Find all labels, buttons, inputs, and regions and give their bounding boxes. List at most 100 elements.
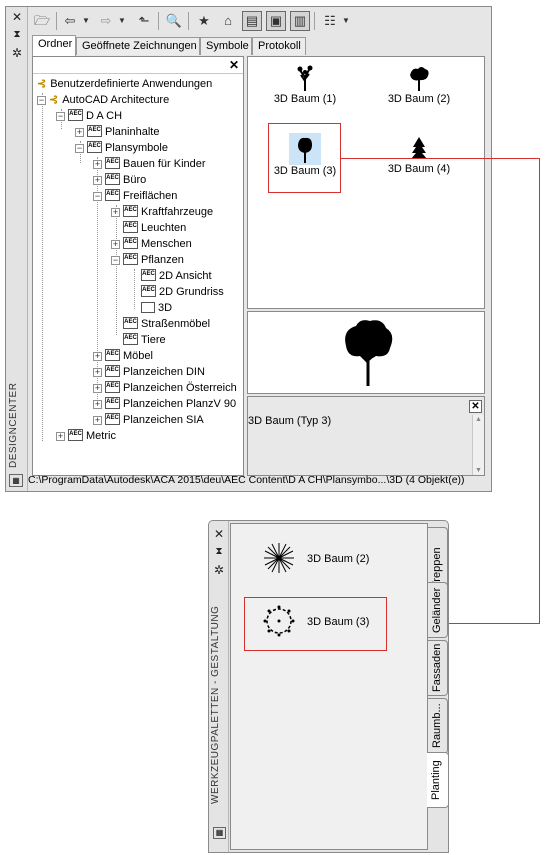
expand-icon[interactable]: + (93, 175, 102, 185)
expand-icon[interactable]: + (93, 351, 102, 361)
forward-icon[interactable]: ⇨ (100, 13, 112, 28)
back-icon[interactable]: ⇦ (64, 13, 76, 28)
search-icon[interactable]: 🔍 (165, 13, 183, 28)
tree-item-label: 2D Ansicht (159, 270, 212, 282)
close-description-icon[interactable]: ✕ (469, 400, 482, 413)
palette-title: WERKZEUGPALETTEN - GESTALTUNG (210, 605, 221, 805)
palette-title-strip: ✕ ⧗ ✲ ▦ (209, 521, 229, 852)
content-area[interactable]: 3D Baum (1) 3D Baum (2) 3D Baum (3) 3D B… (247, 56, 485, 309)
palette-content[interactable] (230, 523, 428, 850)
aec-folder-icon: AEC (123, 205, 138, 218)
expand-icon[interactable]: + (93, 415, 102, 425)
collapse-icon[interactable]: − (111, 255, 120, 265)
description-text: 3D Baum (Typ 3) (248, 415, 332, 427)
aec-folder-icon: AEC (105, 413, 120, 426)
autohide-icon[interactable]: ⧗ (215, 546, 223, 557)
folder-icon (141, 301, 155, 313)
views-dropdown-icon[interactable]: ▼ (342, 16, 350, 25)
tab-symbole[interactable]: Symbole (200, 37, 252, 55)
content-item[interactable]: 3D Baum (2) (374, 63, 464, 105)
close-icon[interactable]: ✕ (11, 10, 23, 24)
aec-folder-icon: AEC (105, 189, 120, 202)
expand-icon[interactable]: + (93, 399, 102, 409)
back-dropdown-icon[interactable]: ▼ (82, 16, 90, 25)
expand-icon[interactable]: + (93, 383, 102, 393)
collapse-icon[interactable]: − (56, 111, 65, 121)
autohide-icon[interactable]: ⧗ (13, 29, 21, 40)
tab-gelaender[interactable]: Geländer (428, 582, 448, 638)
grid-icon[interactable]: ▦ (9, 474, 23, 487)
content-item[interactable]: 3D Baum (4) (374, 133, 464, 175)
palette-tool[interactable]: 3D Baum (2) (262, 541, 412, 581)
folder-tree[interactable]: ✕ ⊰Benutzerdefinierte Anwendungen − ⊰Aut… (32, 56, 244, 476)
aec-folder-icon: AEC (123, 237, 138, 250)
expand-icon[interactable]: + (56, 431, 65, 441)
load-folder-icon[interactable]: 🗁 (33, 13, 51, 28)
properties-gear-icon[interactable]: ✲ (11, 46, 23, 60)
properties-gear-icon[interactable]: ✲ (213, 563, 225, 577)
designcenter-title-strip: ✕ ⧗ ✲ (6, 7, 28, 491)
up-folder-icon[interactable]: ⬑ (138, 13, 150, 28)
close-tree-icon[interactable]: ✕ (228, 58, 240, 72)
aec-folder-icon: AEC (105, 365, 120, 378)
tree-item-label: Tiere (141, 334, 166, 346)
tab-fassaden[interactable]: Fassaden (428, 640, 448, 696)
expand-icon[interactable]: + (93, 367, 102, 377)
tab-raumbegrenzung[interactable]: Raumb... (428, 698, 448, 754)
tree-1-icon (297, 65, 313, 91)
palette-grid-icon[interactable]: ▦ (213, 827, 226, 839)
close-icon[interactable]: ✕ (213, 527, 225, 541)
collapse-icon[interactable]: − (75, 143, 84, 153)
description-scrollbar[interactable]: ▲ ▼ (472, 415, 484, 475)
tree-item-label: Bauen für Kinder (123, 158, 206, 170)
expand-icon[interactable]: + (111, 207, 120, 217)
content-item[interactable]: 3D Baum (1) (260, 63, 350, 105)
expand-icon[interactable]: + (111, 239, 120, 249)
favorites-icon[interactable]: ★ (198, 13, 210, 28)
collapse-icon[interactable]: − (37, 95, 46, 105)
tab-planting[interactable]: Planting (427, 752, 449, 808)
tree-item-selected[interactable]: 3D (141, 300, 172, 316)
toolbar-separator (158, 12, 159, 30)
expand-icon[interactable]: + (75, 127, 84, 137)
aec-folder-icon: AEC (141, 285, 156, 298)
description-toggle-icon[interactable]: ▥ (290, 11, 310, 31)
content-item-selected[interactable]: 3D Baum (3) (260, 133, 350, 177)
palette-tool[interactable]: 3D Baum (3) (262, 604, 412, 644)
preview-toggle-icon[interactable]: ▣ (266, 11, 286, 31)
home-icon[interactable]: ⌂ (224, 13, 232, 28)
scroll-down-icon[interactable]: ▼ (475, 467, 482, 474)
scroll-up-icon[interactable]: ▲ (475, 416, 482, 423)
expand-icon[interactable]: + (93, 159, 102, 169)
tree-item[interactable]: ⊰AutoCAD Architecture (49, 94, 170, 106)
views-icon[interactable]: ☷ (324, 13, 336, 28)
tree-view-toggle-icon[interactable]: ▤ (242, 11, 262, 31)
tree-item[interactable]: ⊰Benutzerdefinierte Anwendungen (37, 78, 213, 90)
collapse-icon[interactable]: − (93, 191, 102, 201)
tab-protokoll[interactable]: Protokoll (252, 37, 306, 55)
tab-ordner[interactable]: Ordner (32, 35, 76, 56)
forward-dropdown-icon[interactable]: ▼ (118, 16, 126, 25)
tab-geoeffnete-zeichnungen[interactable]: Geöffnete Zeichnungen (76, 37, 200, 55)
tree-3-plan-icon (263, 605, 295, 637)
